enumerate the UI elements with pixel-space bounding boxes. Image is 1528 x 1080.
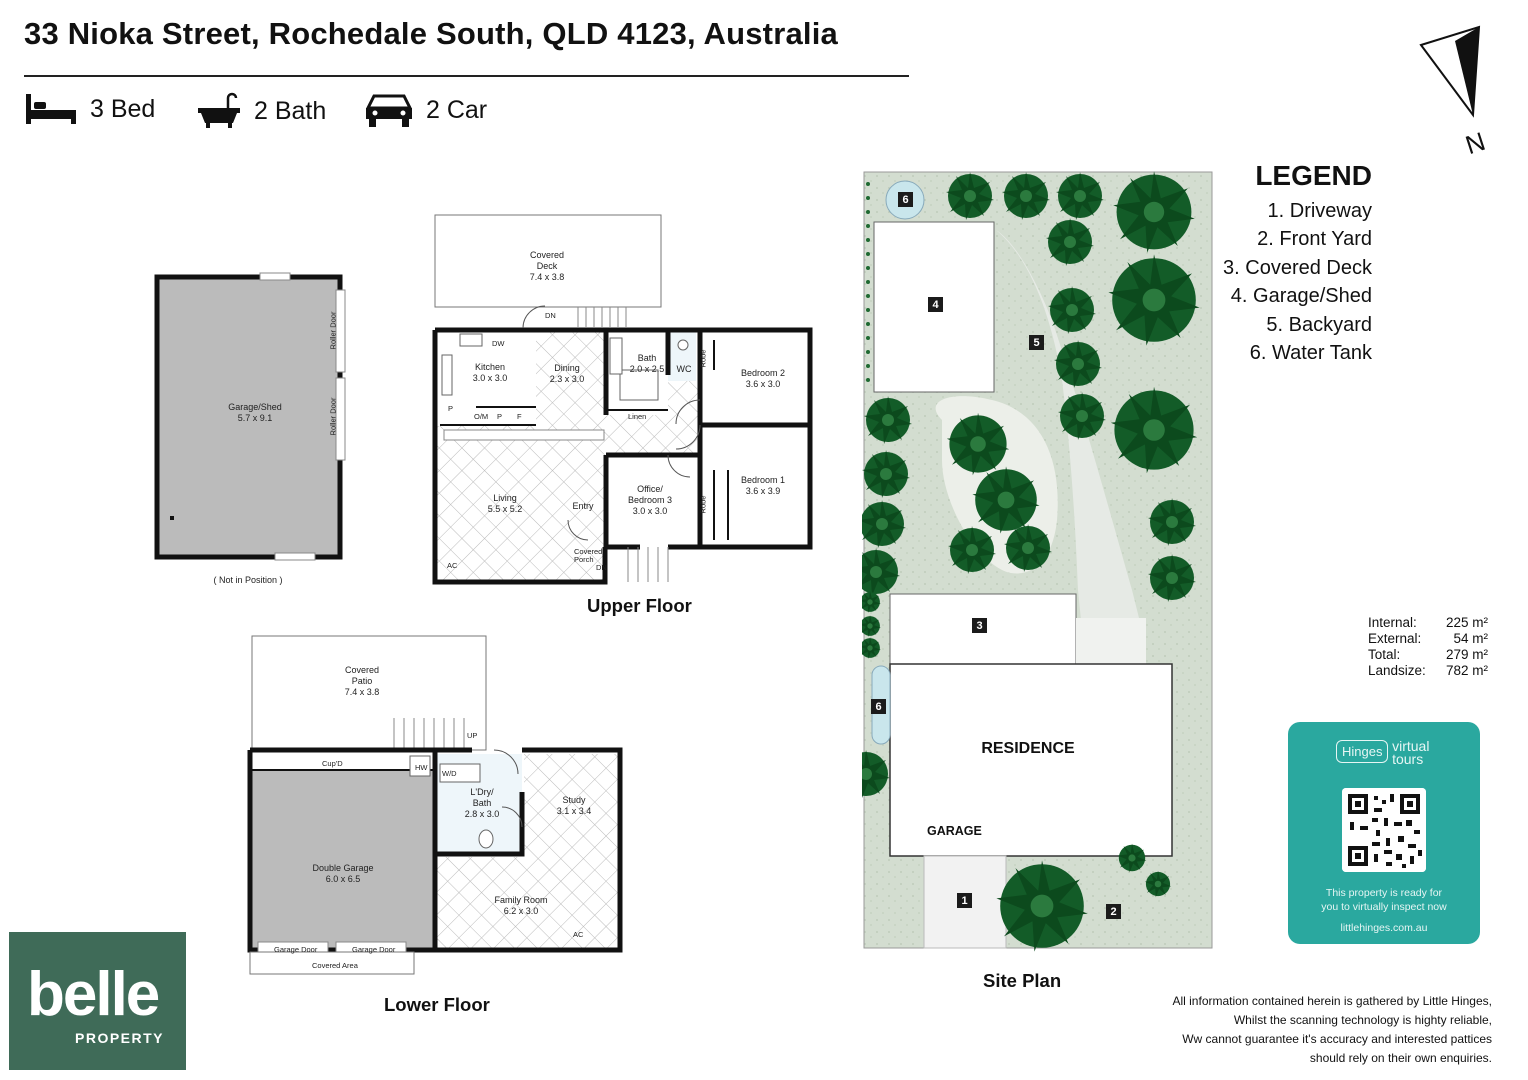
fridge-label: F — [517, 412, 522, 421]
wc-label: WC — [676, 364, 692, 374]
area-summary: Internal:225 m² External:54 m² Total:279… — [1368, 615, 1488, 679]
legend-item: 3. Covered Deck — [1223, 256, 1372, 279]
legend-item: 6. Water Tank — [1249, 342, 1372, 365]
cupboard-label: Cup'D — [322, 759, 343, 768]
legend-list: 1. Driveway 2. Front Yard 3. Covered Dec… — [1180, 197, 1372, 367]
not-in-position-note: ( Not in Position ) — [213, 575, 283, 585]
car-icon — [366, 94, 412, 127]
site-marker-3: 3 — [972, 618, 987, 633]
bed-label: 3 Bed — [90, 94, 156, 123]
area-row: Landsize:782 m² — [1368, 663, 1488, 678]
site-marker-5: 5 — [1029, 335, 1044, 350]
agency-logo-sub: PROPERTY — [75, 1030, 165, 1046]
upper-floor-caption: Upper Floor — [587, 595, 692, 616]
lower-floor-caption: Lower Floor — [384, 994, 490, 1015]
bed-icon — [26, 94, 76, 124]
air-con-label: AC — [573, 930, 584, 939]
garage-shed-plan — [154, 272, 346, 561]
linen-label: Linen — [628, 412, 647, 421]
site-marker-2: 2 — [1106, 904, 1121, 919]
garage-door-label: Garage Door — [274, 945, 318, 954]
dishwasher-label: DW — [492, 339, 505, 348]
legend-item: 1. Driveway — [1267, 200, 1372, 222]
robe-label: Robe — [698, 349, 708, 368]
legend-item: 5. Backyard — [1266, 313, 1372, 336]
north-arrow-icon — [1419, 25, 1481, 118]
covered-area-label: Covered Area — [312, 961, 358, 970]
virtual-tour-text: This property is ready for you to virtua… — [1321, 887, 1447, 913]
property-address: 33 Nioka Street, Rochedale South, QLD 41… — [24, 16, 838, 51]
garage-label: GARAGE — [927, 824, 982, 838]
legend-item: 4. Garage/Shed — [1230, 285, 1372, 308]
area-row: Total:279 m² — [1368, 647, 1488, 662]
oven-microwave-label: O/M — [474, 412, 489, 421]
legend-item: 2. Front Yard — [1257, 228, 1372, 251]
virtual-tour-link[interactable]: littlehinges.com.au — [1340, 922, 1428, 934]
site-marker-1: 1 — [957, 893, 972, 908]
up-stairs-label: UP — [467, 731, 478, 740]
agency-logo-word: belle — [27, 960, 160, 1029]
site-plan-caption: Site Plan — [983, 970, 1062, 991]
down-stairs-label: DN — [545, 311, 556, 320]
down-stairs-label: DN — [596, 563, 607, 572]
roller-door-label: Roller Door — [328, 397, 338, 436]
bath-count: 2 Bath — [198, 92, 326, 130]
qr-code-icon[interactable] — [1342, 788, 1426, 872]
hot-water-label: HW — [415, 763, 428, 772]
site-marker-4: 4 — [928, 297, 943, 312]
site-marker-6: 6 — [871, 699, 886, 714]
bath-label: 2 Bath — [254, 96, 327, 125]
pantry-label: P — [448, 404, 454, 413]
virtual-tour-brand: Hinges virtual tours — [1336, 739, 1429, 766]
disclaimer: All information contained herein is gath… — [1172, 994, 1492, 1065]
pantry-label: P — [497, 412, 503, 421]
washer-dryer-label: W/D — [442, 769, 457, 778]
car-count: 2 Car — [366, 92, 487, 128]
roller-door-label: Roller Door — [328, 311, 338, 350]
residence-label: RESIDENCE — [981, 740, 1075, 757]
site-plan — [862, 171, 1213, 952]
car-label: 2 Car — [426, 95, 488, 124]
virtual-tour-card[interactable]: Hinges virtual tours This property is re… — [1288, 722, 1480, 944]
site-marker-6: 6 — [898, 192, 913, 207]
header-divider — [24, 75, 909, 77]
upper-floor-plan — [432, 214, 813, 585]
area-row: Internal:225 m² — [1368, 615, 1488, 630]
area-row: External:54 m² — [1368, 631, 1488, 646]
legend-title: LEGEND — [1255, 160, 1372, 191]
garage-door-label: Garage Door — [352, 945, 396, 954]
agency-logo: belle PROPERTY — [9, 932, 186, 1070]
entry-label: Entry — [572, 501, 594, 511]
air-con-label: AC — [447, 561, 458, 570]
lower-floor-plan — [247, 635, 623, 975]
robe-label: Robe — [698, 495, 708, 514]
bed-count: 3 Bed — [26, 92, 155, 126]
bathtub-icon — [198, 92, 240, 128]
